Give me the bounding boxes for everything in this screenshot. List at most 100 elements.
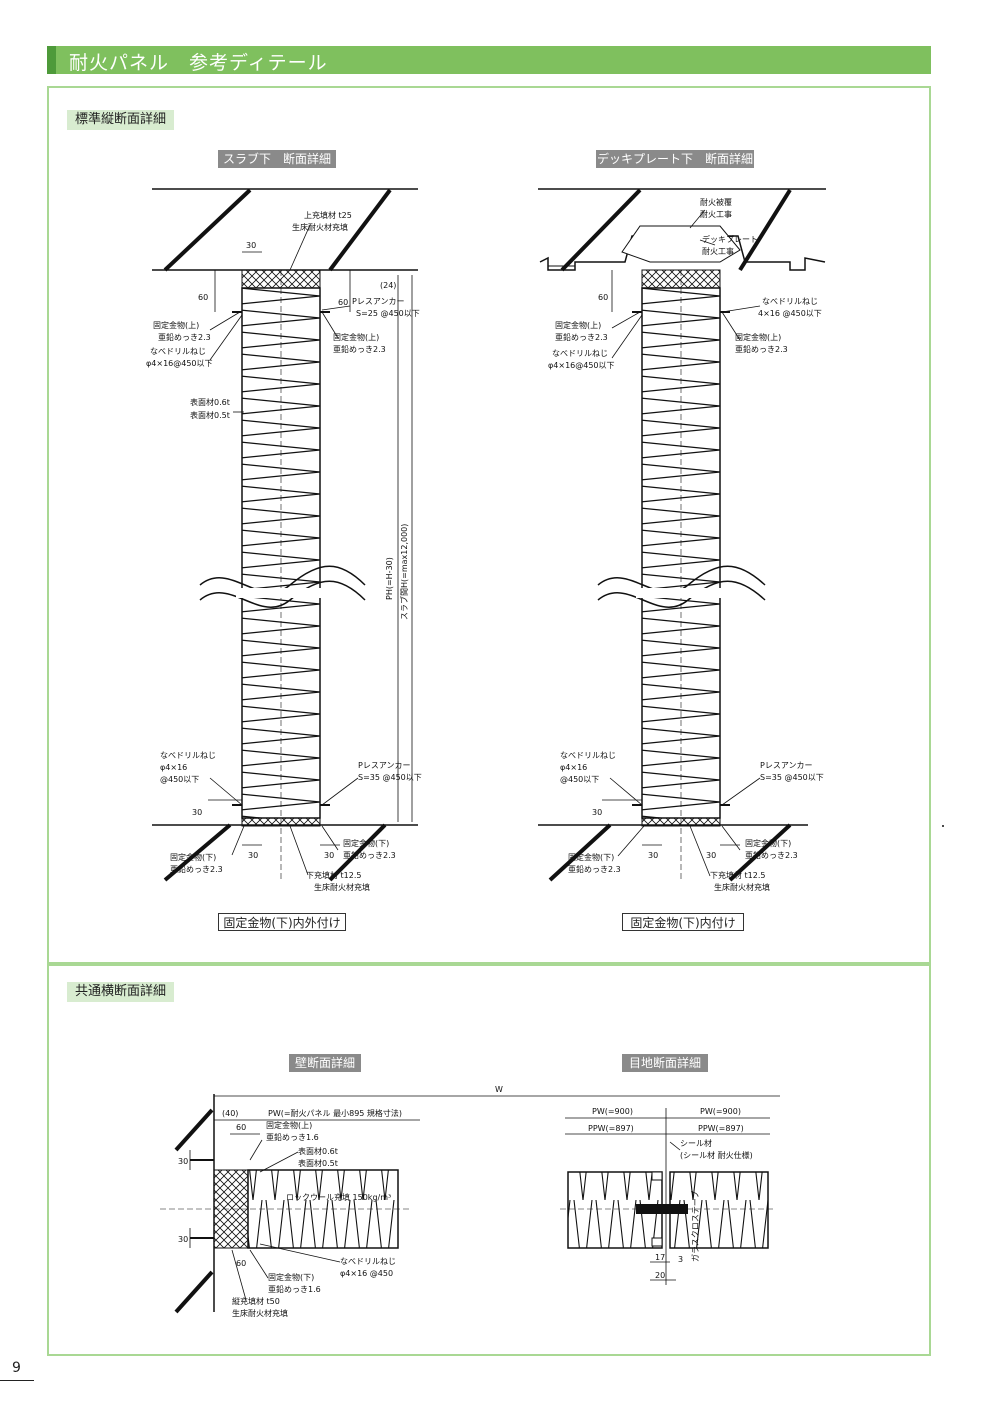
dim-40: (40) [222, 1109, 238, 1118]
note-wall-bracket-bottom2: 亜鉛めっき1.6 [268, 1284, 321, 1294]
note-screw-bottom: なべドリルねじ [160, 751, 216, 760]
note-bracket-upper-right2-deck: 亜鉛めっき2.3 [735, 344, 788, 354]
note-anchor-bottom2-deck: S=35 @450以下 [760, 773, 824, 782]
note-wall-skin1: 表面材0.6t [298, 1146, 338, 1156]
note-bottom-fill2: 生床耐火材充填 [314, 882, 370, 892]
slab-detail-caption: 固定金物(下)内外付け [218, 913, 346, 931]
note-wall-fill: 縦充填材 t50 [232, 1296, 280, 1306]
note-bottom-fill2-deck: 生床耐火材充填 [714, 882, 770, 892]
note-pw-left: PW(=900) [592, 1107, 633, 1116]
dim-30-bottom-left: 30 [248, 851, 258, 860]
note-anchor: Pレスアンカー [352, 297, 405, 306]
note-screw-left2: φ4×16@450以下 [146, 359, 213, 368]
dim-30-bottom-right-deck: 30 [706, 851, 716, 860]
note-bracket-lower-left2: 亜鉛めっき2.3 [170, 864, 223, 874]
dim-30-bottom-wall: 30 [178, 1235, 188, 1244]
note-ph: PH(=H-30) [385, 557, 394, 600]
vertical-section-label: 標準縦断面詳細 [67, 110, 175, 130]
wall-detail-title: 壁断面詳細 [289, 1054, 361, 1072]
note-screw-left-deck: なべドリルねじ [552, 349, 608, 358]
note-screw-right2: 4×16 @450以下 [758, 309, 822, 318]
note-fire-fill2: 耐火工事 [700, 209, 732, 219]
dim-20: 20 [655, 1271, 665, 1280]
note-wall-screw2: φ4×16 @450 [340, 1269, 393, 1278]
note-wall-bracket: 固定金物(上) [266, 1120, 312, 1130]
note-joint2: (シール材 耐火仕様) [680, 1150, 753, 1160]
title-accent [47, 46, 56, 74]
dim-30-bottom-left-deck: 30 [648, 851, 658, 860]
dim-top-30: 30 [246, 241, 256, 250]
note-screw-bottom-deck: なべドリルねじ [560, 751, 616, 760]
dim-60-left: 60 [198, 293, 208, 302]
note-pw: PW(=耐火パネル 最小895 規格寸法) [268, 1108, 402, 1118]
note-anchor-bottom-deck: Pレスアンカー [760, 761, 813, 770]
dim-60-right: 60 [338, 298, 348, 307]
note-bracket-upper-right-deck: 固定金物(上) [735, 332, 781, 342]
note-wall-core: ロックウール充填 150kg/m³ [286, 1192, 391, 1202]
note-screw-bottom3: @450以下 [160, 775, 199, 784]
dim-w: W [495, 1085, 503, 1094]
dim-24: (24) [380, 281, 396, 290]
note-wall-bracket2: 亜鉛めっき1.6 [266, 1132, 319, 1142]
note-wall-bracket-bottom: 固定金物(下) [268, 1272, 314, 1282]
dim-60-wall: 60 [236, 1123, 246, 1132]
dim-30-bottom-deck: 30 [592, 808, 602, 817]
note-anchor-bottom2: S=35 @450以下 [358, 773, 422, 782]
note-screw-left: なべドリルねじ [150, 347, 206, 356]
note-bracket-upper-right: 固定金物(上) [333, 332, 379, 342]
dim-60-deck: 60 [598, 293, 608, 302]
note-bracket-lower-left: 固定金物(下) [170, 852, 216, 862]
note-screw-bottom2-deck: φ4×16 [560, 763, 587, 772]
note-bracket-upper-left-deck: 固定金物(上) [555, 320, 601, 330]
note-wall-skin2: 表面材0.5t [298, 1158, 338, 1168]
note-bottom-fill-deck: 下充填材 t12.5 [710, 870, 766, 880]
note-joint: シール材 [680, 1138, 712, 1148]
note-ppw-left: PPW(=897) [588, 1124, 634, 1133]
dim-30-bottom: 30 [192, 808, 202, 817]
note-bracket-lower-left2-deck: 亜鉛めっき2.3 [568, 864, 621, 874]
vertical-section-frame [47, 86, 931, 966]
note-deck: デッキプレート [702, 234, 758, 244]
note-bracket-lower-right: 固定金物(下) [343, 838, 389, 848]
note-pw-right: PW(=900) [700, 1107, 741, 1116]
page-number-rule [0, 1380, 34, 1381]
title-bar: 耐火パネル 参考ディテール [47, 46, 931, 74]
deck-detail-caption: 固定金物(下)内付け [622, 913, 744, 931]
note-wall-screw: なべドリルねじ [340, 1257, 396, 1266]
note-screw-right: なべドリルねじ [762, 297, 818, 306]
note-skin1: 表面材0.6t [190, 397, 230, 407]
deck-detail-title: デッキプレート下 断面詳細 [596, 150, 754, 168]
dim-3: 3 [678, 1255, 683, 1264]
note-screw-bottom2: φ4×16 [160, 763, 187, 772]
slab-section-drawing: 上充填材 t25 生床耐火材充填 30 (24) 60 60 Pレスアンカー S… [146, 188, 422, 892]
dim-30-bottom-right: 30 [324, 851, 334, 860]
note-slab-height: スラブ間H(=max12,000) [399, 524, 409, 620]
wall-section-drawing: W (40) PW(=耐火パネル 最小895 規格寸法) 60 固定金物(上) … [160, 1085, 780, 1318]
note-bracket-upper-left: 固定金物(上) [153, 320, 199, 330]
joint-section-drawing: PW(=900) PW(=900) PPW(=897) PPW(=897) シー… [560, 1107, 776, 1285]
note-fire-fill: 耐火被覆 [700, 197, 732, 207]
horizontal-section-frame [47, 962, 931, 1356]
note-deck2: 耐火工事 [702, 246, 734, 256]
note-bracket-lower-right-deck: 固定金物(下) [745, 838, 791, 848]
deck-section-drawing: 耐火被覆 耐火工事 デッキプレート 耐火工事 なべドリルねじ 4×16 @450… [538, 188, 826, 892]
page-number: 9 [12, 1360, 21, 1376]
note-top-fill2: 生床耐火材充填 [292, 222, 348, 232]
note-bracket-upper-left2-deck: 亜鉛めっき2.3 [555, 332, 608, 342]
note-wall-fill2: 生床耐火材充填 [232, 1308, 288, 1318]
note-bracket-lower-right2-deck: 亜鉛めっき2.3 [745, 850, 798, 860]
horizontal-section-label: 共通横断面詳細 [67, 982, 175, 1002]
note-anchor-spec: S=25 @450以下 [356, 309, 420, 318]
note-anchor-bottom: Pレスアンカー [358, 761, 411, 770]
slab-detail-title: スラブ下 断面詳細 [218, 150, 336, 168]
note-skin2: 表面材0.5t [190, 410, 230, 420]
note-backing: ガラスクロステープ [690, 1191, 700, 1262]
note-bracket-lower-right2: 亜鉛めっき2.3 [343, 850, 396, 860]
note-bottom-fill: 下充填材 t12.5 [306, 870, 362, 880]
joint-detail-title: 目地断面詳細 [622, 1054, 708, 1072]
note-top-fill: 上充填材 t25 [304, 210, 352, 220]
note-screw-bottom3-deck: @450以下 [560, 775, 599, 784]
note-screw-left2-deck: φ4×16@450以下 [548, 361, 615, 370]
note-bracket-upper-left2: 亜鉛めっき2.3 [158, 332, 211, 342]
